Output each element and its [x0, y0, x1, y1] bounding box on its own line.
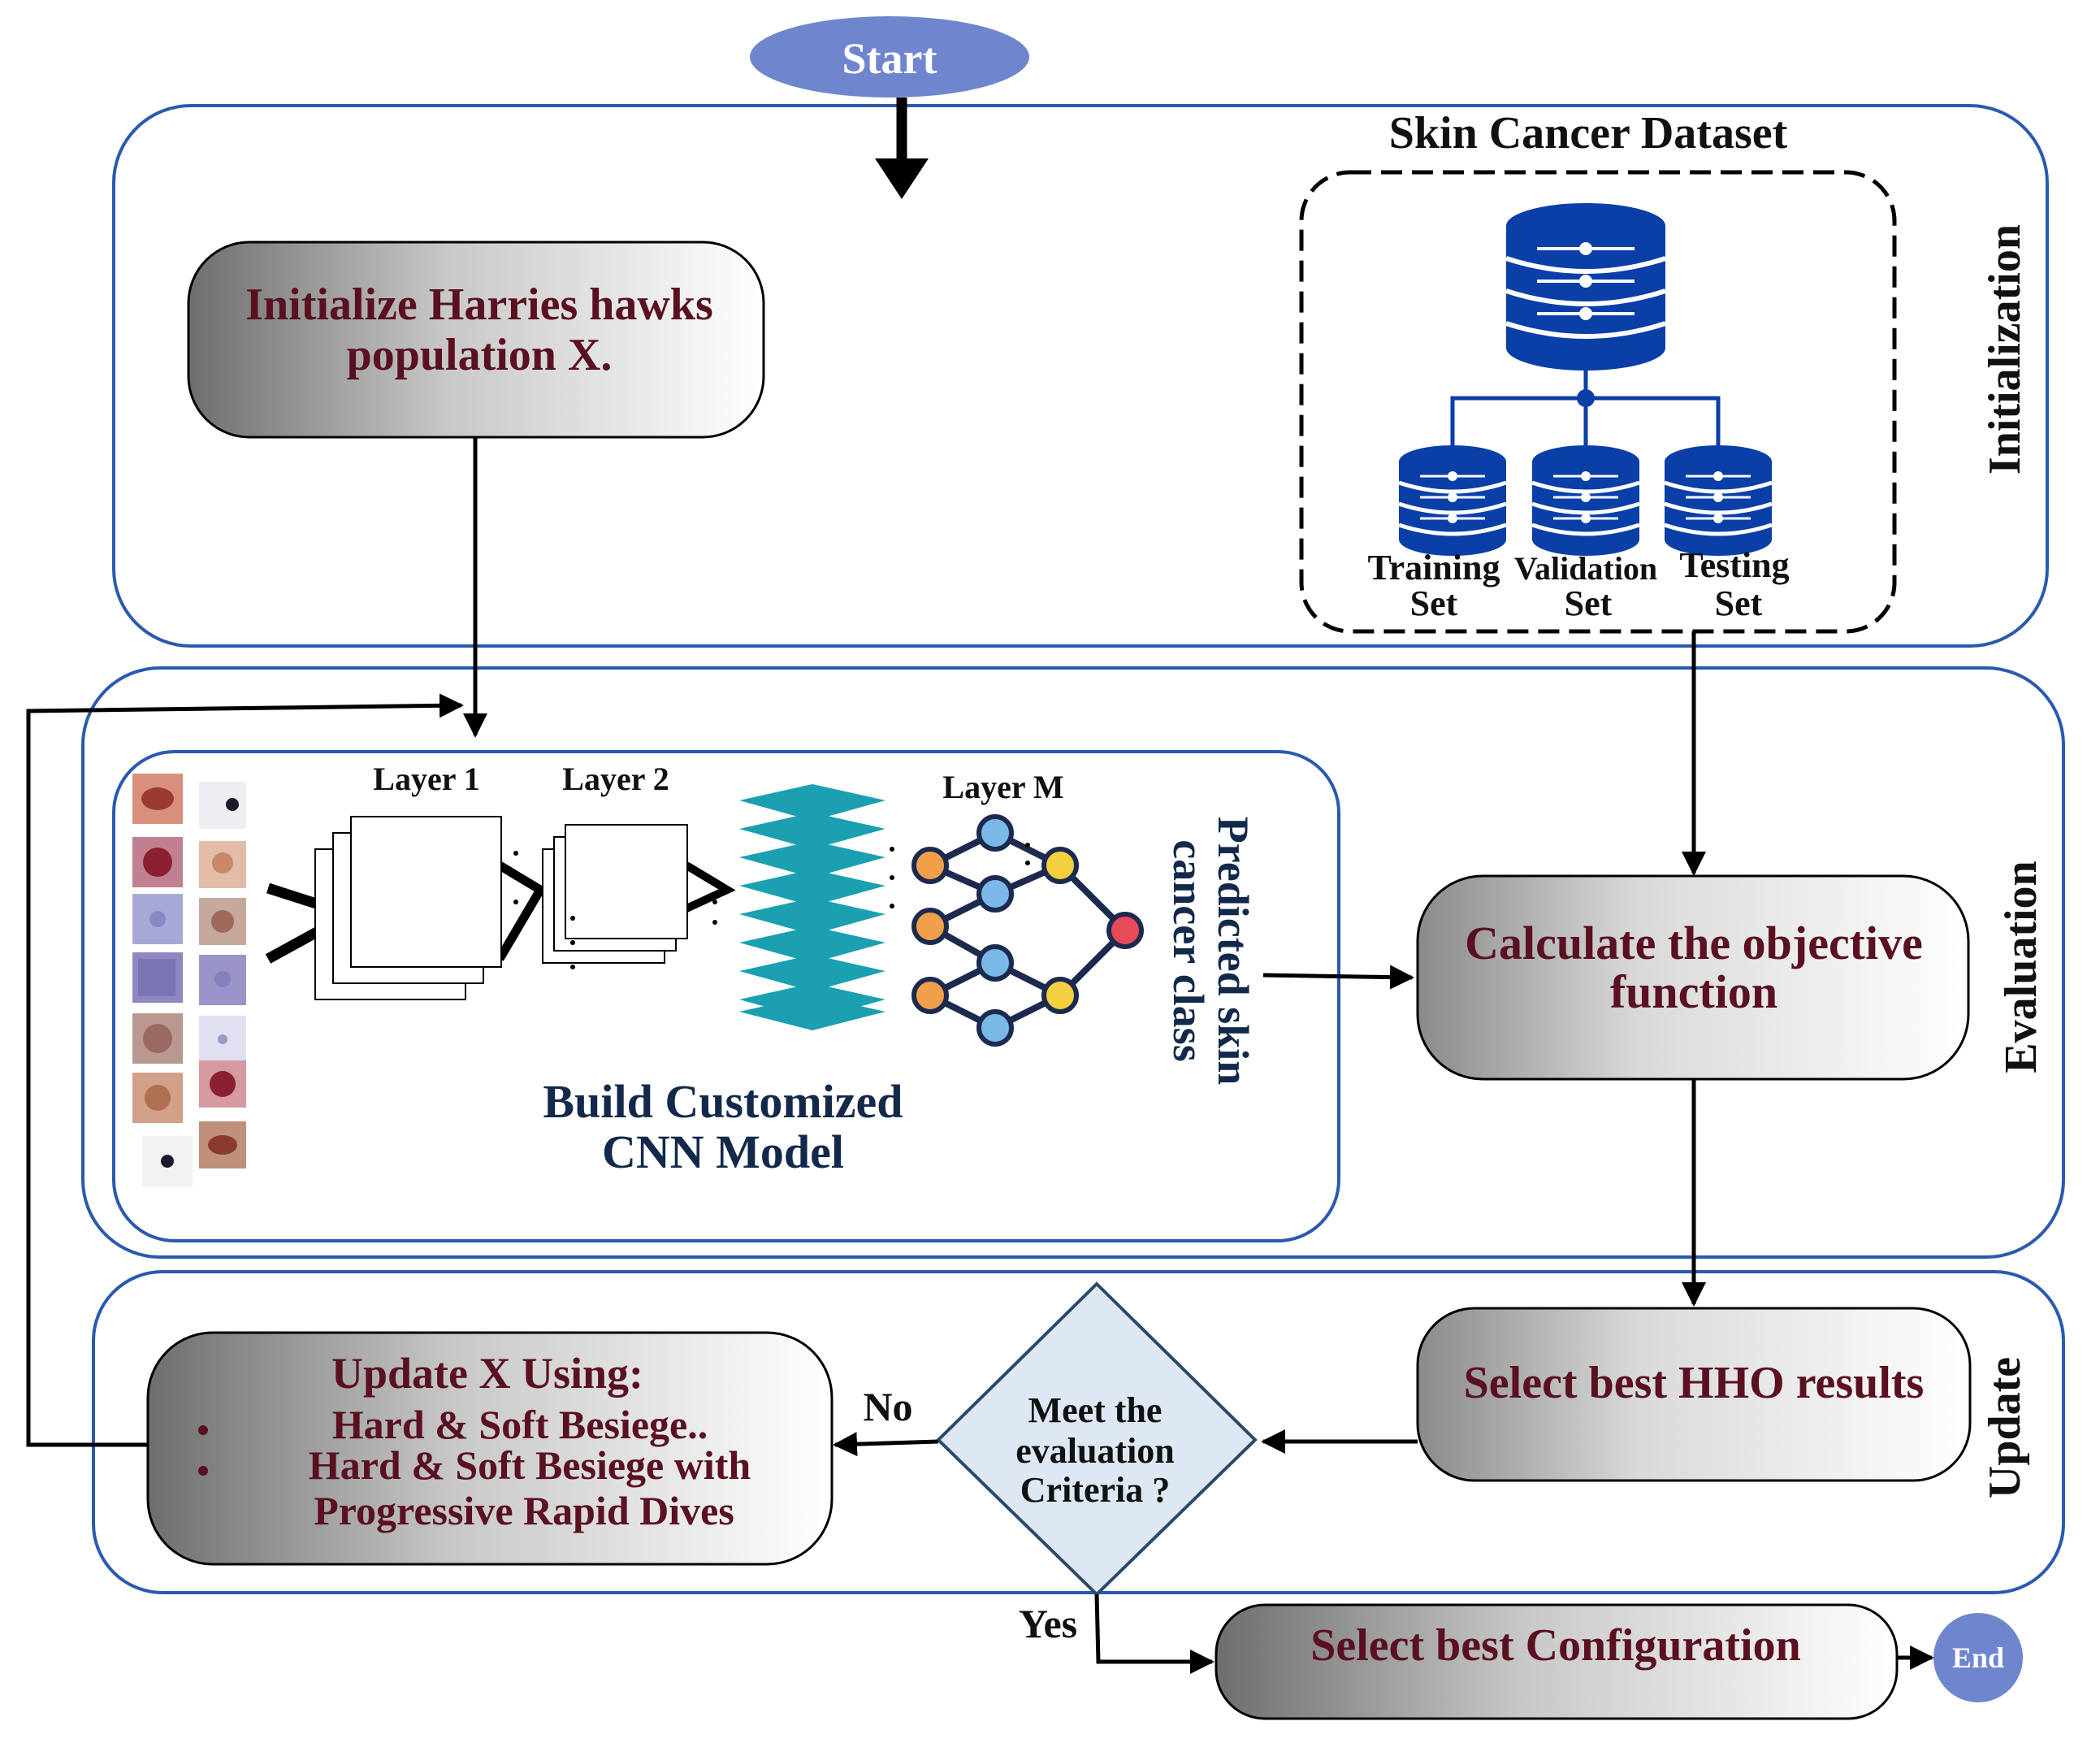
network-dots: [1025, 843, 1030, 865]
update-item-1: Hard & Soft Besiege..: [332, 1402, 708, 1447]
training-set-label-2: Set: [1410, 583, 1458, 623]
skin-lesion-thumbnails: [132, 774, 246, 1186]
end-label: End: [1952, 1641, 2004, 1674]
validation-set-icon: [1532, 445, 1639, 556]
update-bullet-2: [198, 1466, 208, 1476]
feature-layers-dots: [890, 847, 894, 908]
update-bullet-1: [198, 1425, 208, 1435]
initialize-text-line-1: Initialize Harries hawks: [245, 280, 713, 330]
initialize-text-line-2: population X.: [347, 330, 613, 380]
layer-2-dots: [570, 879, 717, 969]
update-title: Update X Using:: [331, 1349, 643, 1398]
testing-set-label-1: Testing: [1679, 545, 1789, 585]
layer-2-map-1: [565, 824, 688, 939]
feature-layers-icon: [739, 784, 885, 1030]
neural-network-icon: [911, 814, 1144, 1047]
testing-set-icon: [1665, 445, 1772, 556]
no-label: No: [863, 1384, 912, 1429]
decision-text-line-2: evaluation: [1015, 1431, 1175, 1471]
objective-text-line-2: function: [1610, 965, 1777, 1018]
dataset-database-icon: [1506, 203, 1665, 371]
evaluation-label: Evaluation: [1996, 861, 2046, 1073]
training-set-label-1: Training: [1367, 548, 1500, 588]
update-item-2-line-1: Hard & Soft Besiege with: [309, 1442, 751, 1488]
feedback-loop-arrow: [26, 693, 464, 1447]
select-hho-box: [1416, 1307, 1972, 1482]
cnn-box: [112, 750, 1340, 1242]
decision-text-line-3: Criteria ?: [1020, 1470, 1170, 1510]
yes-arrow: [1094, 1593, 1215, 1674]
start-terminal: [750, 16, 1029, 98]
conv-chevron-3: [684, 861, 736, 913]
update-item-2-line-2: Progressive Rapid Dives: [314, 1488, 734, 1533]
select-hho-text: Select best HHO results: [1464, 1358, 1925, 1408]
validation-set-label-1: Validation: [1514, 550, 1657, 587]
evaluation-section: [81, 666, 2065, 1259]
start-label: Start: [842, 34, 937, 83]
conv-chevron-2: [496, 861, 547, 961]
update-label: Update: [1980, 1357, 2030, 1498]
validation-set-label-2: Set: [1565, 583, 1613, 623]
update-section: [92, 1270, 2065, 1594]
predicted-class-line-1: Predicted skin: [1209, 817, 1258, 1086]
prediction-arrow: [1262, 965, 1414, 990]
start-arrowhead: [875, 158, 929, 199]
layer-1-label: Layer 1: [373, 761, 479, 797]
cnn-title-line-1: Build Customized: [543, 1075, 903, 1128]
predicted-class-line-2: cancer class: [1164, 839, 1213, 1061]
dataset-title: Skin Cancer Dataset: [1389, 108, 1788, 158]
initialization-section: [112, 104, 2049, 648]
initialization-label: Initialization: [1980, 224, 2030, 475]
no-arrow: [833, 1432, 939, 1457]
end-terminal: [1933, 1613, 2023, 1702]
layer-1-dots: [513, 851, 518, 904]
select-config-text: Select best Configuration: [1310, 1620, 1801, 1671]
dataset-split-branch: [1450, 396, 1721, 451]
layer-2-label: Layer 2: [562, 761, 669, 797]
update-box: [146, 1331, 834, 1566]
cnn-title-line-2: CNN Model: [602, 1125, 844, 1178]
training-set-icon: [1399, 445, 1506, 556]
select-config-box: [1215, 1603, 1899, 1720]
layer-1-map-1: [350, 816, 502, 968]
objective-text-line-1: Calculate the objective: [1465, 917, 1923, 969]
decision-text-line-1: Meet the: [1028, 1390, 1163, 1430]
yes-label: Yes: [1019, 1601, 1077, 1646]
layer-m-label: Layer M: [942, 769, 1063, 805]
testing-set-label-2: Set: [1715, 583, 1763, 623]
dataset-frame: [1299, 170, 1897, 634]
